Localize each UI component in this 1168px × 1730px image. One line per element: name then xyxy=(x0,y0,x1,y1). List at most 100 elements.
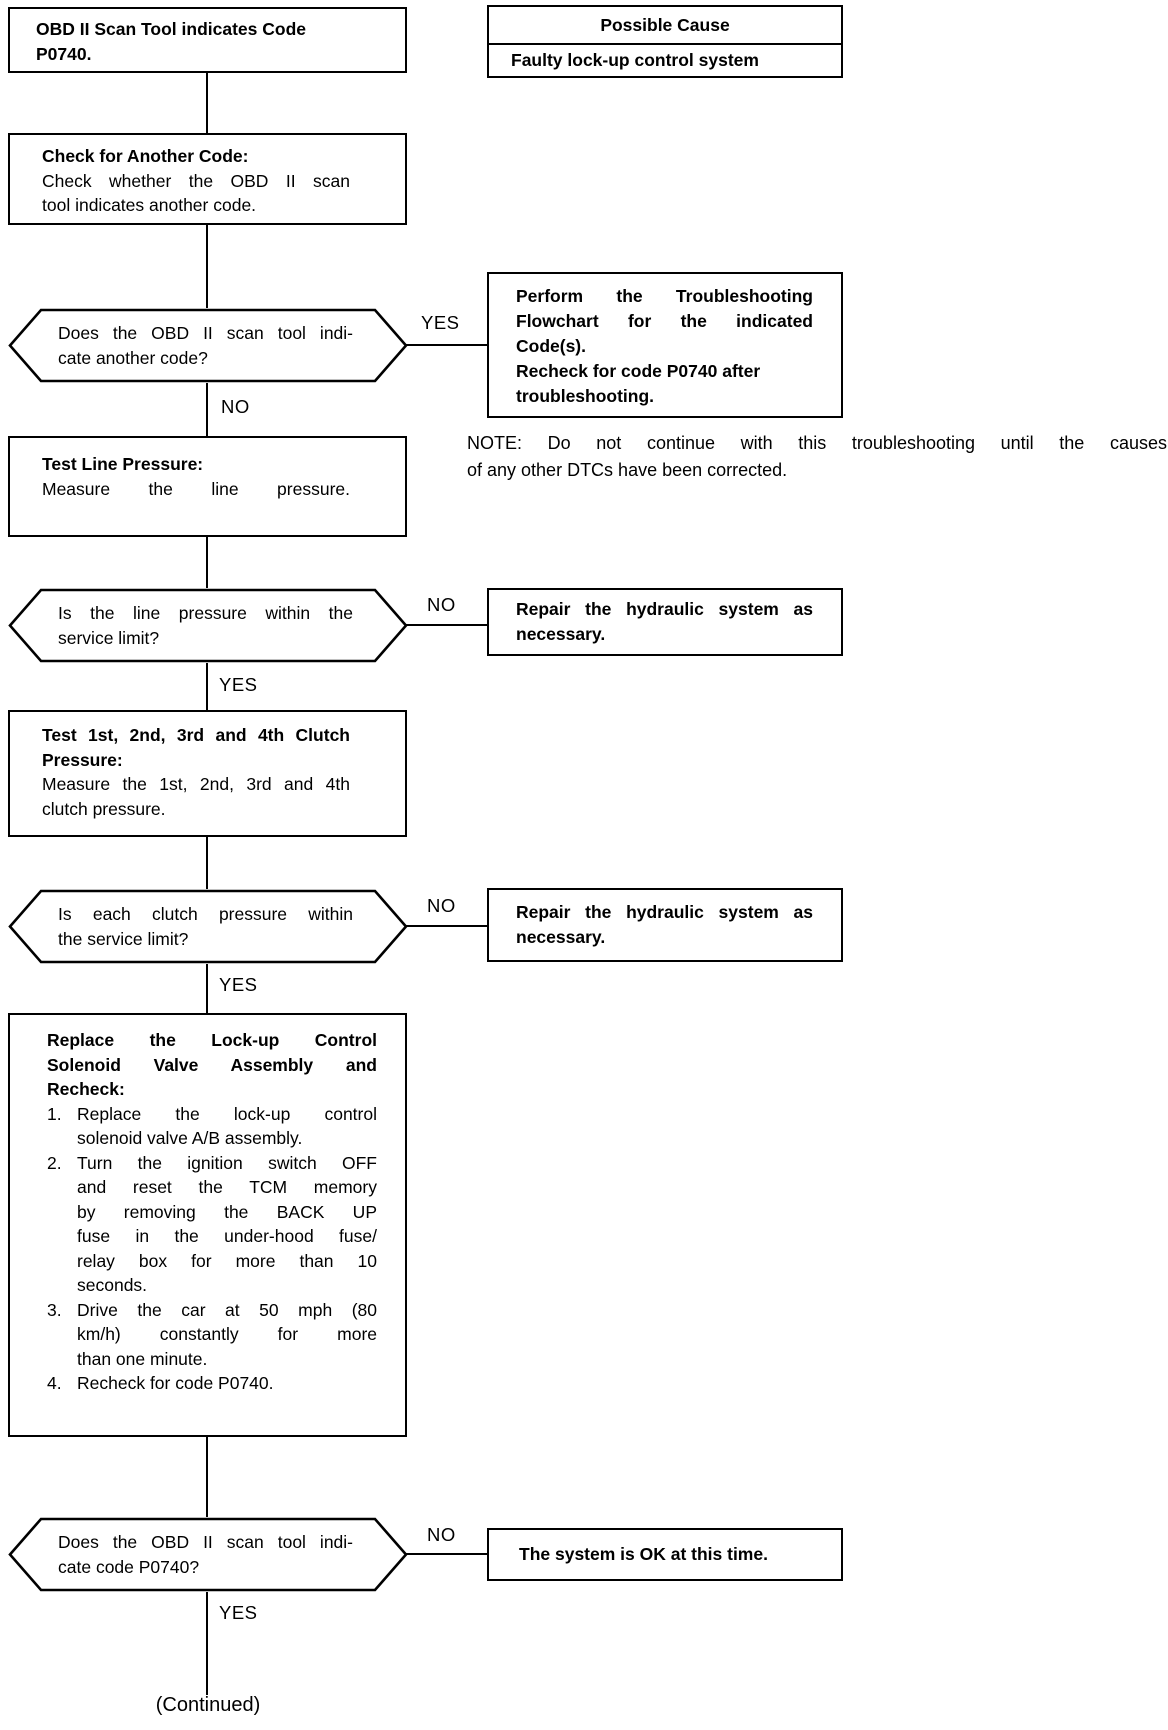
perform-line: Code(s). xyxy=(516,336,586,356)
check-another-code-box: Check for Another Code: Check whether th… xyxy=(8,133,407,225)
possible-cause-header: Possible Cause xyxy=(489,7,841,45)
label-no-decision2: NO xyxy=(427,594,456,615)
connector-decision1-yes xyxy=(406,344,487,347)
decision-code-p0740: Does the OBD II scan tool indi- cate cod… xyxy=(8,1517,408,1592)
repair-hydraulic-box-2: Repair the hydraulic system as necessary… xyxy=(487,888,843,962)
connector-decision1-no xyxy=(206,383,209,436)
step-line: Replace the lock-up control xyxy=(77,1103,377,1124)
system-ok-text: The system is OK at this time. xyxy=(519,1544,768,1565)
replace-title: Recheck: xyxy=(47,1079,125,1099)
perform-line: Perform the Troubleshooting xyxy=(516,286,813,306)
label-no-decision3: NO xyxy=(427,895,456,916)
step-line: solenoid valve A/B assembly. xyxy=(77,1128,303,1148)
connector-decision3-no xyxy=(406,925,487,928)
decision-line: Is each clutch pressure within xyxy=(58,904,353,924)
step-line: and reset the TCM memory xyxy=(77,1177,377,1197)
note-line: of any other DTCs have been corrected. xyxy=(467,460,788,480)
step-line: Turn the ignition switch OFF xyxy=(77,1152,377,1173)
replace-step: 4. Recheck for code P0740. xyxy=(47,1371,377,1396)
perform-troubleshooting-box: Perform the Troubleshooting Flowchart fo… xyxy=(487,272,843,418)
decision-line: Is the line pressure within the xyxy=(58,603,353,623)
decision-clutch-pressure: Is each clutch pressure within the servi… xyxy=(8,889,408,964)
replace-step: 1. Replace the lock-up control solenoid … xyxy=(47,1102,377,1151)
repair-hydraulic-box-1: Repair the hydraulic system as necessary… xyxy=(487,588,843,656)
decision-another-code: Does the OBD II scan tool indi- cate ano… xyxy=(8,308,408,383)
check-box-line: tool indicates another code. xyxy=(42,195,257,215)
step-number: 4. xyxy=(47,1373,62,1393)
label-yes-decision3: YES xyxy=(219,974,258,995)
connector-decision2-yes xyxy=(206,663,209,710)
test-line-pressure-box: Test Line Pressure: Measure the line pre… xyxy=(8,436,407,537)
test-clutch-title: Pressure: xyxy=(42,749,123,770)
check-box-line: Check whether the OBD II scan xyxy=(42,170,350,191)
start-box: OBD II Scan Tool indicates Code P0740. xyxy=(8,7,407,73)
decision-line-pressure-text: Is the line pressure within the service … xyxy=(8,588,408,663)
step-line: by removing the BACK UP xyxy=(77,1201,377,1222)
repair-line: necessary. xyxy=(516,624,606,644)
continued-label: (Continued) xyxy=(155,1694,261,1716)
step-text: Recheck for code P0740. xyxy=(77,1371,377,1396)
connector-decision4-yes xyxy=(206,1592,209,1695)
step-text: Turn the ignition switch OFF and reset t… xyxy=(77,1151,377,1298)
possible-cause-row: Faulty lock-up control system xyxy=(511,50,759,70)
connector-decision3-yes xyxy=(206,964,209,1013)
test-clutch-body: clutch pressure. xyxy=(42,798,166,819)
connector-testclutch-to-decision3 xyxy=(206,837,209,889)
repair-line: Repair the hydraulic system as xyxy=(516,902,813,922)
system-ok-box: The system is OK at this time. xyxy=(487,1528,843,1581)
repair-line: Repair the hydraulic system as xyxy=(516,599,813,619)
step-line: Drive the car at 50 mph (80 xyxy=(77,1299,377,1320)
step-line: than one minute. xyxy=(77,1348,208,1369)
decision-clutch-pressure-text: Is each clutch pressure within the servi… xyxy=(8,889,408,964)
connector-start-to-check xyxy=(206,73,209,133)
perform-line: troubleshooting. xyxy=(516,386,655,406)
label-yes-decision4: YES xyxy=(219,1602,258,1623)
connector-decision4-no xyxy=(406,1553,487,1556)
step-number: 1. xyxy=(47,1103,62,1124)
check-box-title: Check for Another Code: xyxy=(42,146,249,166)
possible-cause-table: Possible Cause Faulty lock-up control sy… xyxy=(487,5,843,78)
label-yes-decision1: YES xyxy=(421,312,460,333)
connector-decision2-no xyxy=(406,624,487,627)
replace-solenoid-box: Replace the Lock-up Control Solenoid Val… xyxy=(8,1013,407,1437)
step-text: Replace the lock-up control solenoid val… xyxy=(77,1102,377,1151)
label-no-decision4: NO xyxy=(427,1524,456,1545)
connector-replace-to-decision4 xyxy=(206,1437,209,1517)
step-number: 2. xyxy=(47,1152,62,1173)
decision-another-code-text: Does the OBD II scan tool indi- cate ano… xyxy=(8,308,408,383)
test-clutch-pressure-box: Test 1st, 2nd, 3rd and 4th Clutch Pressu… xyxy=(8,710,407,837)
step-line: seconds. xyxy=(77,1275,148,1295)
decision-line: Does the OBD II scan tool indi- xyxy=(58,1532,353,1552)
perform-line: Flowchart for the indicated xyxy=(516,311,813,331)
step-number: 3. xyxy=(47,1299,62,1320)
note-line: NOTE: Do not continue with this troubles… xyxy=(467,433,1167,453)
step-line: Recheck for code P0740. xyxy=(77,1373,274,1393)
step-line: km/h) constantly for more xyxy=(77,1324,377,1344)
replace-title: Solenoid Valve Assembly and xyxy=(47,1054,377,1075)
decision-code-p0740-text: Does the OBD II scan tool indi- cate cod… xyxy=(8,1517,408,1592)
step-line: fuse in the under-hood fuse/ xyxy=(77,1226,377,1246)
test-line-title: Test Line Pressure: xyxy=(42,454,204,474)
test-clutch-title: Test 1st, 2nd, 3rd and 4th Clutch xyxy=(42,725,350,745)
perform-line: Recheck for code P0740 after xyxy=(516,361,761,381)
replace-step: 3. Drive the car at 50 mph (80 km/h) con… xyxy=(47,1298,377,1372)
test-clutch-body: Measure the 1st, 2nd, 3rd and 4th xyxy=(42,774,350,794)
replace-title: Replace the Lock-up Control xyxy=(47,1030,377,1050)
start-box-line: P0740. xyxy=(36,43,92,64)
connector-check-to-decision1 xyxy=(206,225,209,308)
repair-line: necessary. xyxy=(516,927,606,947)
test-line-body: Measure the line pressure. xyxy=(42,478,350,499)
step-text: Drive the car at 50 mph (80 km/h) consta… xyxy=(77,1298,377,1372)
decision-line-pressure: Is the line pressure within the service … xyxy=(8,588,408,663)
decision-line: cate another code? xyxy=(58,347,208,368)
note-text: NOTE: Do not continue with this troubles… xyxy=(467,430,1167,484)
connector-testline-to-decision2 xyxy=(206,537,209,588)
label-yes-decision2: YES xyxy=(219,674,258,695)
decision-line: the service limit? xyxy=(58,928,189,949)
label-no-decision1: NO xyxy=(221,396,250,417)
step-line: relay box for more than 10 xyxy=(77,1250,377,1271)
start-box-line: OBD II Scan Tool indicates Code xyxy=(36,19,306,39)
decision-line: cate code P0740? xyxy=(58,1556,200,1577)
replace-step: 2. Turn the ignition switch OFF and rese… xyxy=(47,1151,377,1298)
